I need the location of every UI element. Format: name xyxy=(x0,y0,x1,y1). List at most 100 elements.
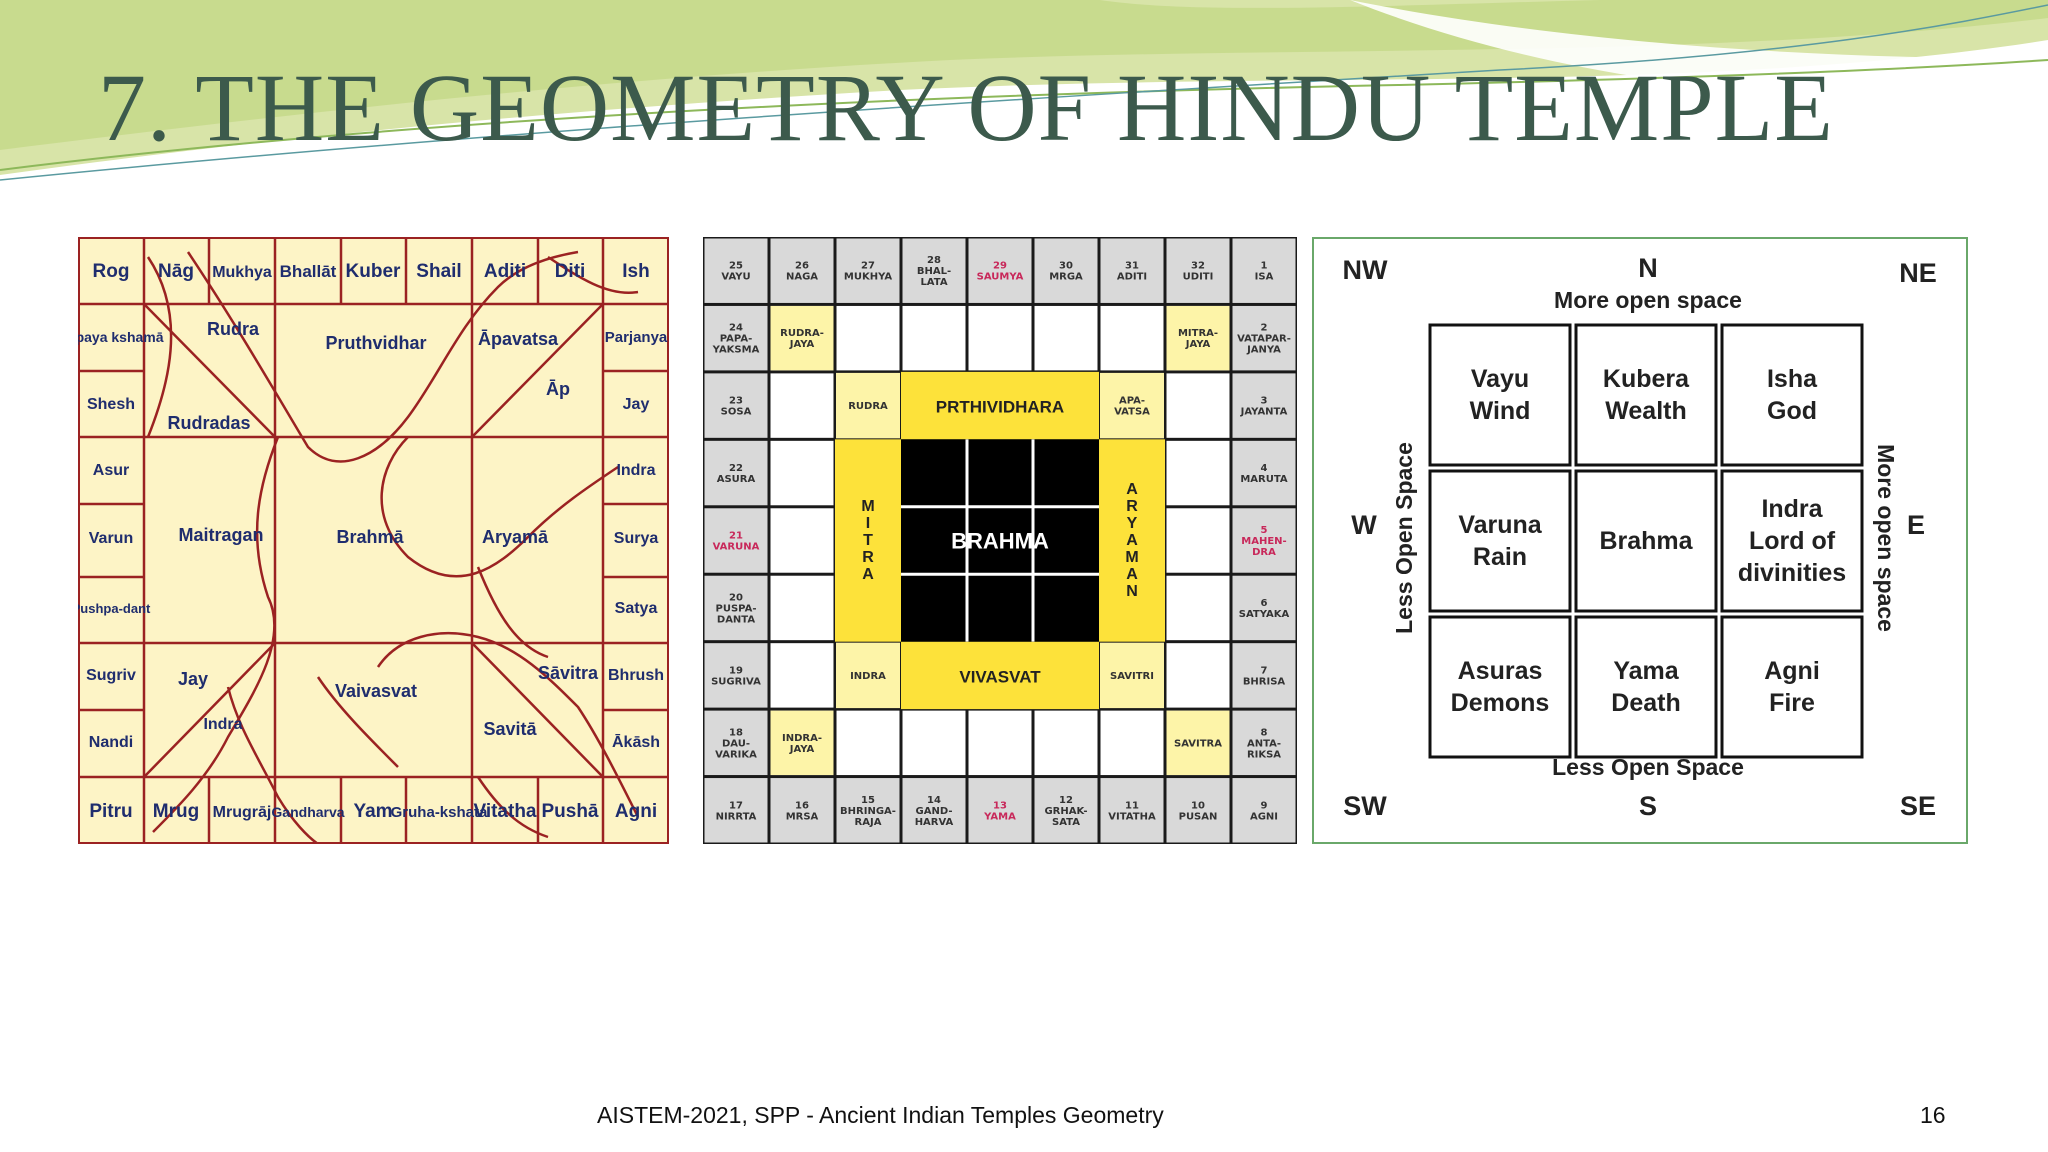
grid-corner-se: SAVITRA xyxy=(1174,738,1222,749)
grid-bottom-6-number: 11 xyxy=(1125,800,1139,811)
dir-n: N xyxy=(1638,253,1658,283)
grid-top-8-number: 1 xyxy=(1261,261,1268,272)
grid-right-6-label: ANTA-RIKSA xyxy=(1247,738,1281,760)
mandala-left-0: Pāpaya kshamā xyxy=(78,329,164,345)
mandala-top-8: Ish xyxy=(622,261,649,282)
grid-cell xyxy=(704,238,768,303)
grid-cell xyxy=(704,440,768,506)
grid-bottom-4-label: YAMA xyxy=(983,811,1016,822)
grid-cell xyxy=(1034,305,1098,371)
grid-corner-ne: MITRA-JAYA xyxy=(1178,328,1218,350)
grid-ring-ne: APA-VATSA xyxy=(1114,396,1150,418)
mandala-bottom-1: Mrug xyxy=(153,801,199,822)
mandala-jay: Jay xyxy=(178,669,208,689)
grid-top-4-number: 29 xyxy=(993,261,1007,272)
grid-cell xyxy=(1166,778,1230,843)
mandala-top-4: Kuber xyxy=(346,261,402,282)
mandala-bottom-5: Gruha-kshata xyxy=(391,804,488,821)
grid-cell xyxy=(1166,373,1230,438)
mandala-top-0: Rog xyxy=(93,261,130,282)
band-top-label: PRTHIVIDHARA xyxy=(936,398,1064,417)
grid-top-6-number: 31 xyxy=(1125,261,1139,272)
mandala-bottom-2: Mrugrāj xyxy=(213,804,272,821)
mandala-rudradas: Rudradas xyxy=(167,413,250,433)
grid-right-1-label: JAYANTA xyxy=(1240,407,1288,418)
grid-left-2-number: 22 xyxy=(729,463,743,474)
grid-cell xyxy=(902,710,966,776)
dir-ne: NE xyxy=(1899,258,1937,288)
grid-right-1-number: 3 xyxy=(1261,396,1268,407)
mandala-aryama: Aryamā xyxy=(482,527,549,547)
direction-cell-8 xyxy=(1720,615,1864,759)
mandala-right-1: Jay xyxy=(623,396,650,413)
mandala-top-7: Diti xyxy=(555,261,586,282)
grid-bottom-3-label: GAND-HARVA xyxy=(915,806,954,828)
grid-cell xyxy=(902,778,966,843)
grid-bottom-8-number: 9 xyxy=(1261,800,1268,811)
grid-bottom-8-label: AGNI xyxy=(1250,811,1278,822)
grid-cell xyxy=(1166,238,1230,303)
grid-cell xyxy=(704,710,768,776)
grid-bottom-5-number: 12 xyxy=(1059,795,1073,806)
grid-right-5-label: BHRISA xyxy=(1243,676,1286,687)
mandala-right-6: Ākāsh xyxy=(612,732,660,751)
grid-ring-cell xyxy=(1100,642,1164,709)
grid-left-5-number: 19 xyxy=(729,665,743,676)
grid-bottom-3-number: 14 xyxy=(927,795,941,806)
grid-cell xyxy=(836,778,900,843)
direction-cell-0 xyxy=(1428,323,1572,467)
grid-top-2-label: MUKHYA xyxy=(844,272,892,283)
grid-cell xyxy=(1232,238,1296,303)
grid-bottom-2-number: 15 xyxy=(861,795,875,806)
slide-page-number: 16 xyxy=(1920,1102,1946,1128)
grid-bottom-1-number: 16 xyxy=(795,800,809,811)
grid-corner-cell xyxy=(770,710,834,776)
brahma-center xyxy=(901,439,1099,642)
mandala-right-5: Bhrush xyxy=(608,667,664,684)
grid-bottom-6-label: VITATHA xyxy=(1108,811,1156,822)
grid-cell xyxy=(1100,778,1164,843)
mandala-top-3: Bhallāt xyxy=(280,262,337,281)
grid-top-5-number: 30 xyxy=(1059,261,1073,272)
grid-cell xyxy=(1166,508,1230,573)
direction-cell-6 xyxy=(1428,615,1572,759)
grid-bottom-7-number: 10 xyxy=(1191,800,1205,811)
grid-cell xyxy=(1166,643,1230,708)
grid-ring-cell xyxy=(1100,372,1164,439)
grid-ring-nw: RUDRA xyxy=(848,401,888,412)
right-note: More open space xyxy=(1873,444,1899,632)
grid-cell xyxy=(1232,778,1296,843)
grid-top-3-number: 28 xyxy=(927,255,941,266)
grid-bottom-0-label: NIRRTA xyxy=(716,811,757,822)
mandala-bottom-3: Gandharva xyxy=(271,804,344,820)
mandala-left-5: Sugriv xyxy=(86,667,136,684)
grid-cell xyxy=(1232,710,1296,776)
grid-cell xyxy=(770,778,834,843)
grid-cell xyxy=(704,373,768,438)
grid-left-6-label: DAU-VARIKA xyxy=(715,738,757,760)
grid-top-7-label: UDITI xyxy=(1183,272,1214,283)
mandala-apavatsa: Āpavatsa xyxy=(478,329,559,349)
direction-cell-2 xyxy=(1720,323,1864,467)
grid-svg: 25VAYU26NAGA27MUKHYA28BHAL-LATA29SAUMYA3… xyxy=(703,237,1297,844)
grid-cell xyxy=(836,305,900,371)
direction-cell-3 xyxy=(1428,469,1572,613)
grid-cell xyxy=(704,643,768,708)
grid-cell xyxy=(836,238,900,303)
brahma-center-label: BRAHMA xyxy=(951,529,1049,554)
dir-se: SE xyxy=(1900,791,1936,821)
grid-top-5-label: MRGA xyxy=(1049,272,1083,283)
grid-top-2-number: 27 xyxy=(861,261,875,272)
grid-ring-cell xyxy=(836,642,900,709)
grid-top-3-label: BHAL-LATA xyxy=(917,266,951,288)
grid-cell xyxy=(1232,440,1296,506)
grid-left-1-number: 23 xyxy=(729,396,743,407)
grid-cell xyxy=(968,710,1032,776)
direction-cell-4 xyxy=(1574,469,1718,613)
grid-left-5-label: SUGRIVA xyxy=(711,676,761,687)
mandala-left-3: Varun xyxy=(89,530,133,547)
